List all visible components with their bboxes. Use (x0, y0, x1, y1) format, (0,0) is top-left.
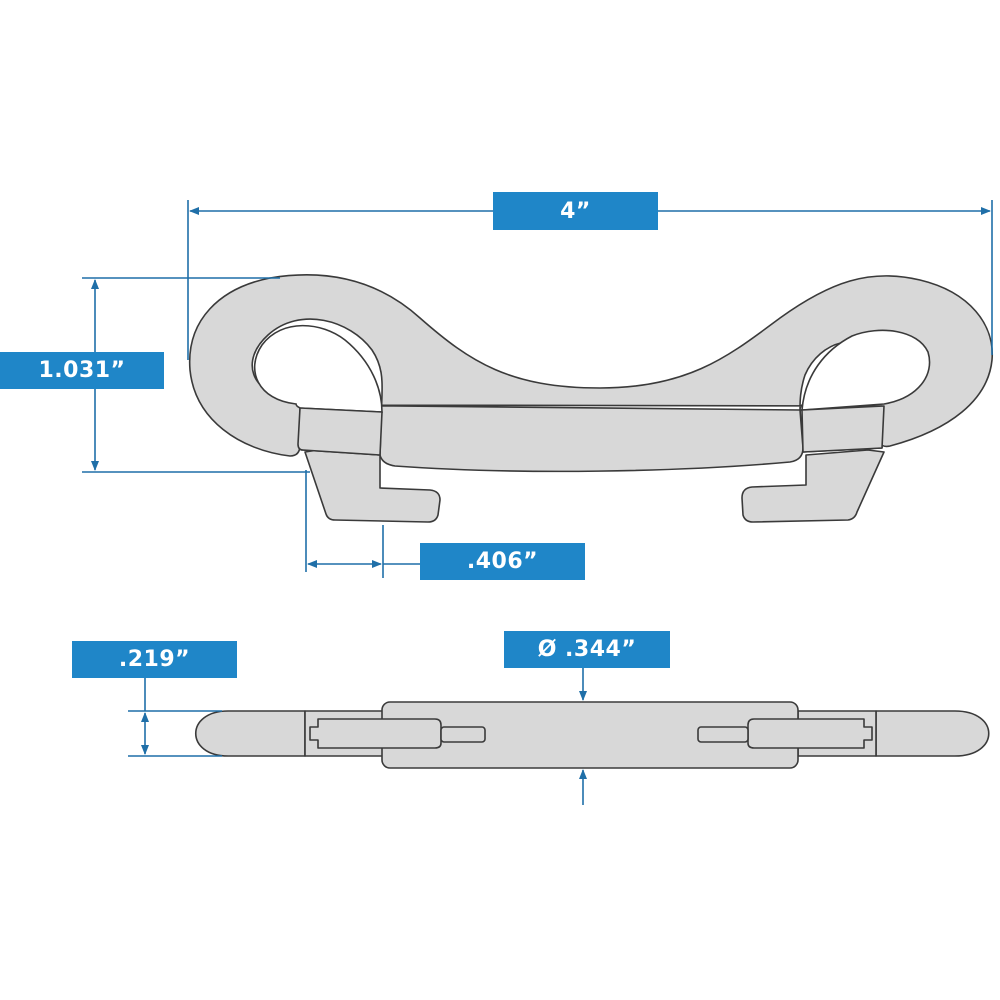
dimension-gate-opening (305, 470, 420, 578)
height-label: 1.031” (0, 352, 164, 389)
diameter-value: Ø .344” (537, 637, 637, 662)
right-gate-lower (741, 449, 885, 523)
left-end (194, 710, 306, 757)
overall-length-label: 4” (493, 192, 658, 230)
thickness-label: .219” (72, 641, 237, 678)
right-plunger (747, 718, 873, 749)
overall-length-value: 4” (560, 198, 591, 224)
left-plunger (309, 718, 442, 749)
left-plunger-pin (440, 726, 486, 743)
right-end (875, 710, 990, 757)
diameter-label: Ø .344” (504, 631, 670, 668)
height-value: 1.031” (38, 358, 126, 383)
left-eye-hole (253, 324, 383, 413)
gate-opening-value: .406” (466, 549, 539, 574)
gate-opening-label: .406” (420, 543, 585, 580)
top-view (194, 701, 990, 769)
side-view (188, 274, 993, 523)
right-eye-hole (801, 329, 931, 411)
left-gate-lower (304, 449, 441, 523)
right-plunger-pin (697, 726, 749, 743)
thickness-value: .219” (118, 647, 191, 672)
dimension-thickness (128, 678, 222, 757)
